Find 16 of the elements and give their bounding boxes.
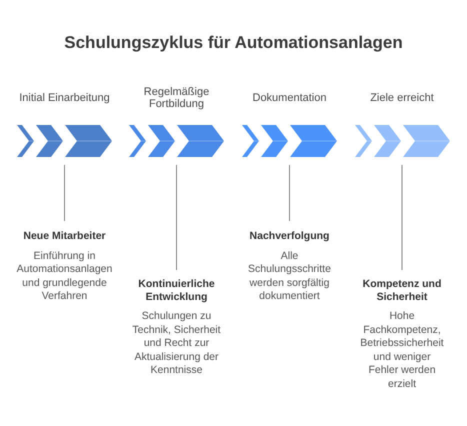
- stage-heading: Initial Einarbeitung: [19, 92, 110, 104]
- stage-title: Neue Mitarbeiter: [23, 230, 106, 242]
- leader-line: [64, 164, 65, 222]
- stage-title: Kontinuierliche Entwicklung: [137, 278, 216, 303]
- stage-heading: Dokumentation: [252, 92, 326, 104]
- stage-description: Schulungen zu Technik, Sicherheit und Recht zur Aktualisierung der Kenntnisse: [131, 310, 222, 378]
- leader-line: [176, 164, 177, 270]
- stage-description: Hohe Fachkompetenz, Betriebssicherheit und weniger Fehler werden erzielt: [359, 310, 445, 391]
- stage-title: Kompetenz und Sicherheit: [362, 278, 442, 303]
- stage-title: Nachverfolgung: [250, 230, 330, 242]
- diagram-title: Schulungszyklus für Automationsanlagen: [64, 33, 403, 53]
- stage-description: Einführung in Automationsanlagen und grundlegende Verfahren: [16, 250, 114, 304]
- stage-heading: Regelmäßige Fortbildung: [142, 86, 210, 110]
- stage-description: Alle Schulungsschritte werden sorgfältig dokumentiert: [247, 250, 332, 304]
- leader-line: [289, 164, 290, 222]
- stage-heading: Ziele erreicht: [370, 92, 434, 104]
